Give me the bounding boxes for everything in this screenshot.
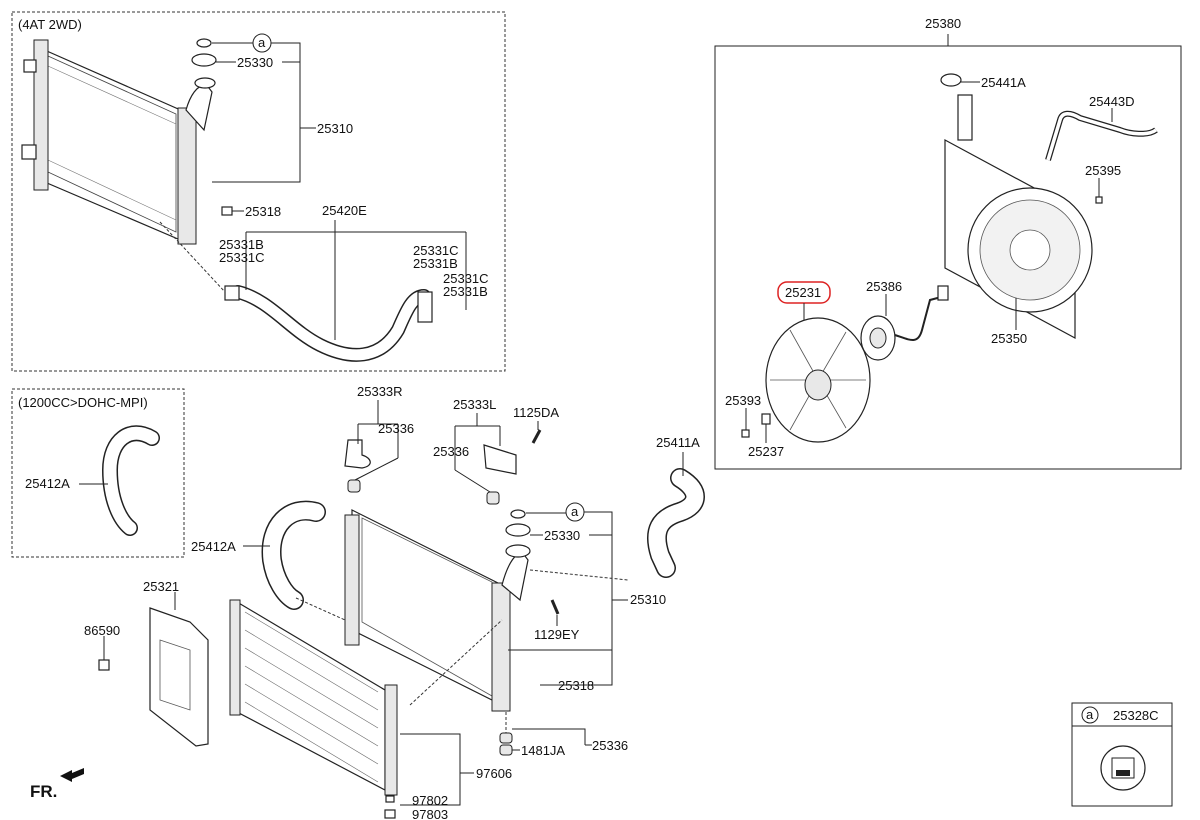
air-guard-25321 [149, 607, 209, 747]
label-25441a: 25441A [981, 75, 1026, 90]
plug-97803 [384, 809, 396, 819]
ref-a3: a [1086, 707, 1094, 722]
variant-title-4at: (4AT 2WD) [18, 17, 82, 32]
label-25318-bot: 25318 [558, 678, 594, 693]
clip-86590 [98, 659, 110, 671]
overflow-hose-25443d [1045, 110, 1158, 161]
radiator-cap-top [191, 38, 217, 67]
label-25331b-1: 25331B [219, 237, 264, 252]
label-25310-top: 25310 [317, 121, 353, 136]
label-97803: 97803 [412, 807, 448, 820]
label-25331c-3: 25331C [443, 271, 489, 286]
label-25420e: 25420E [322, 203, 367, 218]
label-25412a: 25412A [191, 539, 236, 554]
variant-box-1200cc [11, 388, 185, 558]
bolt-25395 [1095, 196, 1103, 204]
label-25321: 25321 [143, 579, 179, 594]
fan-25231 [765, 317, 871, 443]
lower-hose-25420e [224, 285, 433, 362]
label-25443d: 25443D [1089, 94, 1135, 109]
label-25393: 25393 [725, 393, 761, 408]
label-25336-b: 25336 [433, 444, 469, 459]
ref-a1: a [258, 35, 266, 50]
label-25380: 25380 [925, 16, 961, 31]
upper-hose-main [261, 500, 326, 610]
label-25330-bot: 25330 [544, 528, 580, 543]
clip-25237 [761, 413, 771, 425]
label-25310-bot: 25310 [630, 592, 666, 607]
label-25331c-1: 25331C [219, 250, 265, 265]
label-97802: 97802 [412, 793, 448, 808]
label-25336-c: 25336 [592, 738, 628, 753]
variant-box-4at-2wd [11, 11, 506, 372]
fan-shroud-25350 [944, 94, 1093, 340]
label-25231: 25231 [785, 285, 821, 300]
mount-rubber-1 [347, 479, 361, 493]
label-25331b-3: 25331B [443, 284, 488, 299]
cap-label-25328c [1100, 745, 1146, 791]
screw-25393 [741, 429, 750, 438]
label-1125da: 1125DA [513, 405, 559, 420]
label-25333l: 25333L [453, 397, 496, 412]
label-25318-top: 25318 [245, 204, 281, 219]
label-1129ey: 1129EY [534, 627, 580, 642]
radiator-top [21, 39, 216, 245]
label-25395: 25395 [1085, 163, 1121, 178]
label-25350: 25350 [991, 331, 1027, 346]
ref-circle-a3 [1081, 706, 1099, 724]
label-25386: 25386 [866, 279, 902, 294]
bolt-1125da [531, 429, 542, 444]
condenser-97606 [229, 599, 398, 796]
variant-title-1200cc: (1200CC>DOHC-MPI) [18, 395, 148, 410]
label-25330-top: 25330 [237, 55, 273, 70]
mount-rubber-2 [486, 491, 500, 505]
label-25237: 25237 [748, 444, 784, 459]
label-25333r: 25333R [357, 384, 403, 399]
label-25336-a: 25336 [378, 421, 414, 436]
label-86590: 86590 [84, 623, 120, 638]
lower-hose-25411a [646, 468, 705, 578]
label-25331b-2: 25331B [413, 256, 458, 271]
bolt-1129ey [550, 599, 560, 615]
reservoir-cap-25441a [940, 73, 962, 87]
upper-hose-box [101, 425, 160, 536]
radiator-main [344, 509, 529, 712]
legend-box [1071, 702, 1173, 807]
ref-a2: a [571, 504, 579, 519]
front-indicator: FR. [30, 782, 57, 801]
label-25412a-box: 25412A [25, 476, 70, 491]
label-25328c: 25328C [1113, 708, 1159, 723]
motor-25386 [860, 285, 949, 361]
label-25331c-2: 25331C [413, 243, 459, 258]
label-1481ja: 1481JA [521, 743, 565, 758]
drain-plug-top [221, 206, 244, 216]
front-arrow-icon [60, 768, 84, 782]
radiator-cap-main [505, 509, 531, 558]
label-25411a: 25411A [656, 435, 700, 450]
bush-1481ja [499, 732, 513, 756]
bracket-25333l [483, 444, 517, 475]
plug-97802 [385, 795, 395, 803]
bracket-25333r [344, 439, 371, 469]
label-97606: 97606 [476, 766, 512, 781]
